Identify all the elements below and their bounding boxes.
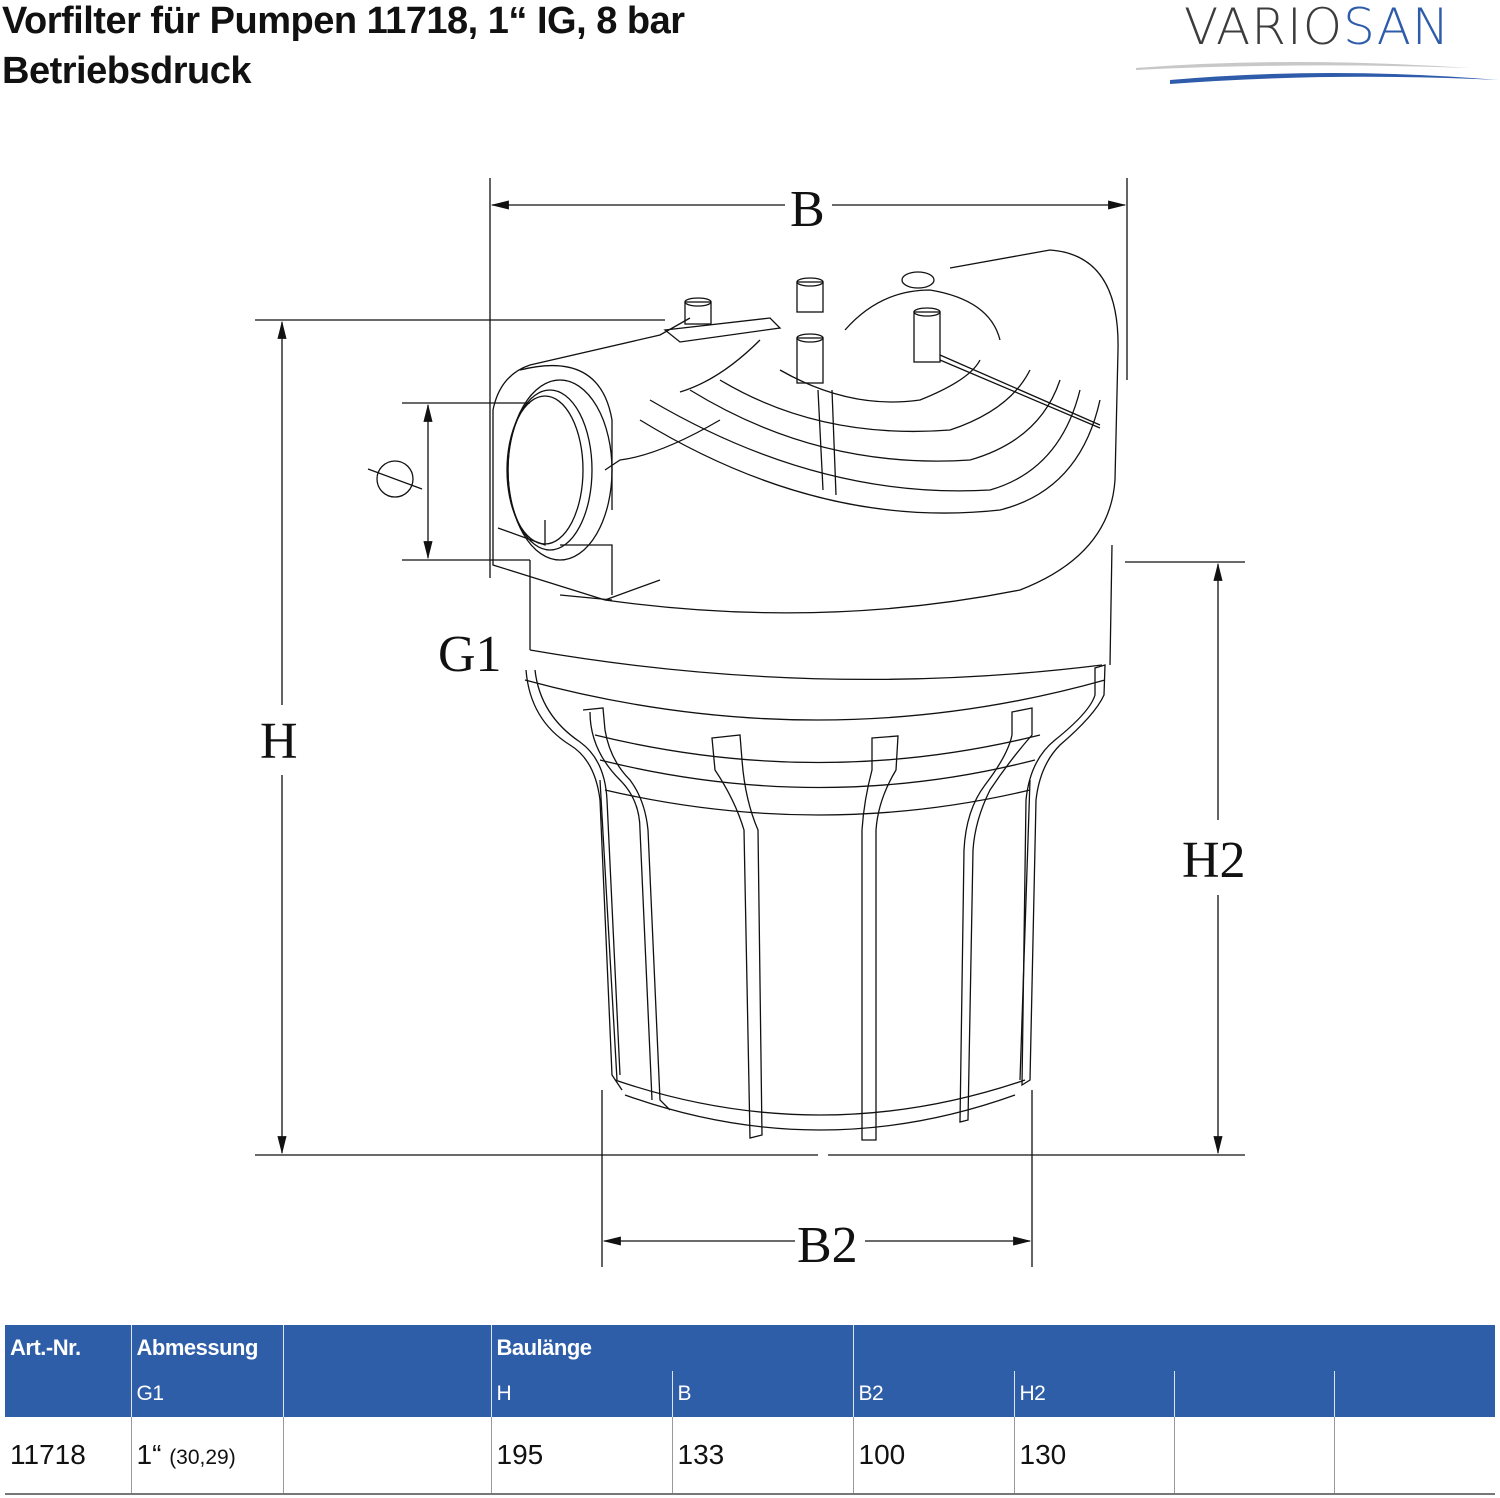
header-art-nr: Art.-Nr. xyxy=(5,1325,131,1371)
subheader-h2: H2 xyxy=(1013,1371,1174,1417)
subheader-g1: G1 xyxy=(130,1371,283,1417)
title-line-2: Betriebsdruck xyxy=(2,50,252,92)
filter-bowl xyxy=(524,649,1106,1141)
label-b: B xyxy=(790,181,825,238)
dimension-h xyxy=(255,319,1245,1156)
page-title: Vorfilter für Pumpen 11718, 1“ IG, 8 bar… xyxy=(2,0,902,96)
cell-g1-detail: (30,29) xyxy=(169,1446,236,1469)
dimension-b xyxy=(489,178,1128,578)
subheader-empty-2 xyxy=(282,1371,491,1417)
header-baulaenge: Baulänge xyxy=(490,1325,853,1371)
cell-empty-2 xyxy=(1173,1417,1334,1495)
filter-head xyxy=(492,249,1119,666)
logo-text-san: SAN xyxy=(1343,0,1451,56)
cell-b2: 100 xyxy=(852,1417,1014,1495)
cell-h: 195 xyxy=(490,1417,672,1495)
subheader-b2: B2 xyxy=(852,1371,1014,1417)
header-empty xyxy=(282,1325,491,1371)
logo-wordmark: VARIOSAN xyxy=(1184,0,1450,56)
cell-empty-3 xyxy=(1333,1417,1495,1495)
label-h: H xyxy=(260,713,298,770)
subheader-b: B xyxy=(671,1371,853,1417)
dimension-h2 xyxy=(1125,561,1245,1155)
header-empty-group xyxy=(852,1325,1495,1371)
table-header-row-2: G1 H B B2 H2 xyxy=(5,1371,1495,1417)
title-line-1: Vorfilter für Pumpen 11718, 1“ IG, 8 bar xyxy=(2,0,685,42)
logo-swoosh-icon xyxy=(1136,62,1498,84)
cell-g1-main: 1“ xyxy=(136,1439,162,1470)
filter-technical-drawing: B H H2 B2 G1 xyxy=(255,178,1246,1274)
label-h2: H2 xyxy=(1182,832,1246,889)
label-g1: G1 xyxy=(438,626,502,683)
table-header-row-1: Art.-Nr. Abmessung Baulänge xyxy=(5,1325,1495,1371)
header-abmessung: Abmessung xyxy=(130,1325,283,1371)
subheader-empty-3 xyxy=(1173,1371,1334,1417)
variosan-logo: VARIOSAN xyxy=(1130,0,1500,90)
cell-h2: 130 xyxy=(1013,1417,1174,1495)
cell-g1: 1“ (30,29) xyxy=(130,1417,283,1495)
subheader-empty-4 xyxy=(1333,1371,1495,1417)
logo-text-vario: VARIO xyxy=(1184,0,1344,56)
dimension-g1 xyxy=(367,402,530,561)
subheader-empty xyxy=(5,1371,131,1417)
cell-empty-1 xyxy=(282,1417,491,1495)
label-b2: B2 xyxy=(797,1217,858,1274)
dimension-b2 xyxy=(601,1090,1033,1267)
subheader-h: H xyxy=(490,1371,672,1417)
cell-b: 133 xyxy=(671,1417,853,1495)
cell-art-nr: 11718 xyxy=(5,1417,131,1495)
table-row: 11718 1“ (30,29) 195 133 100 130 xyxy=(5,1417,1495,1495)
spec-table: Art.-Nr. Abmessung Baulänge G1 H B B2 H2… xyxy=(5,1325,1495,1495)
